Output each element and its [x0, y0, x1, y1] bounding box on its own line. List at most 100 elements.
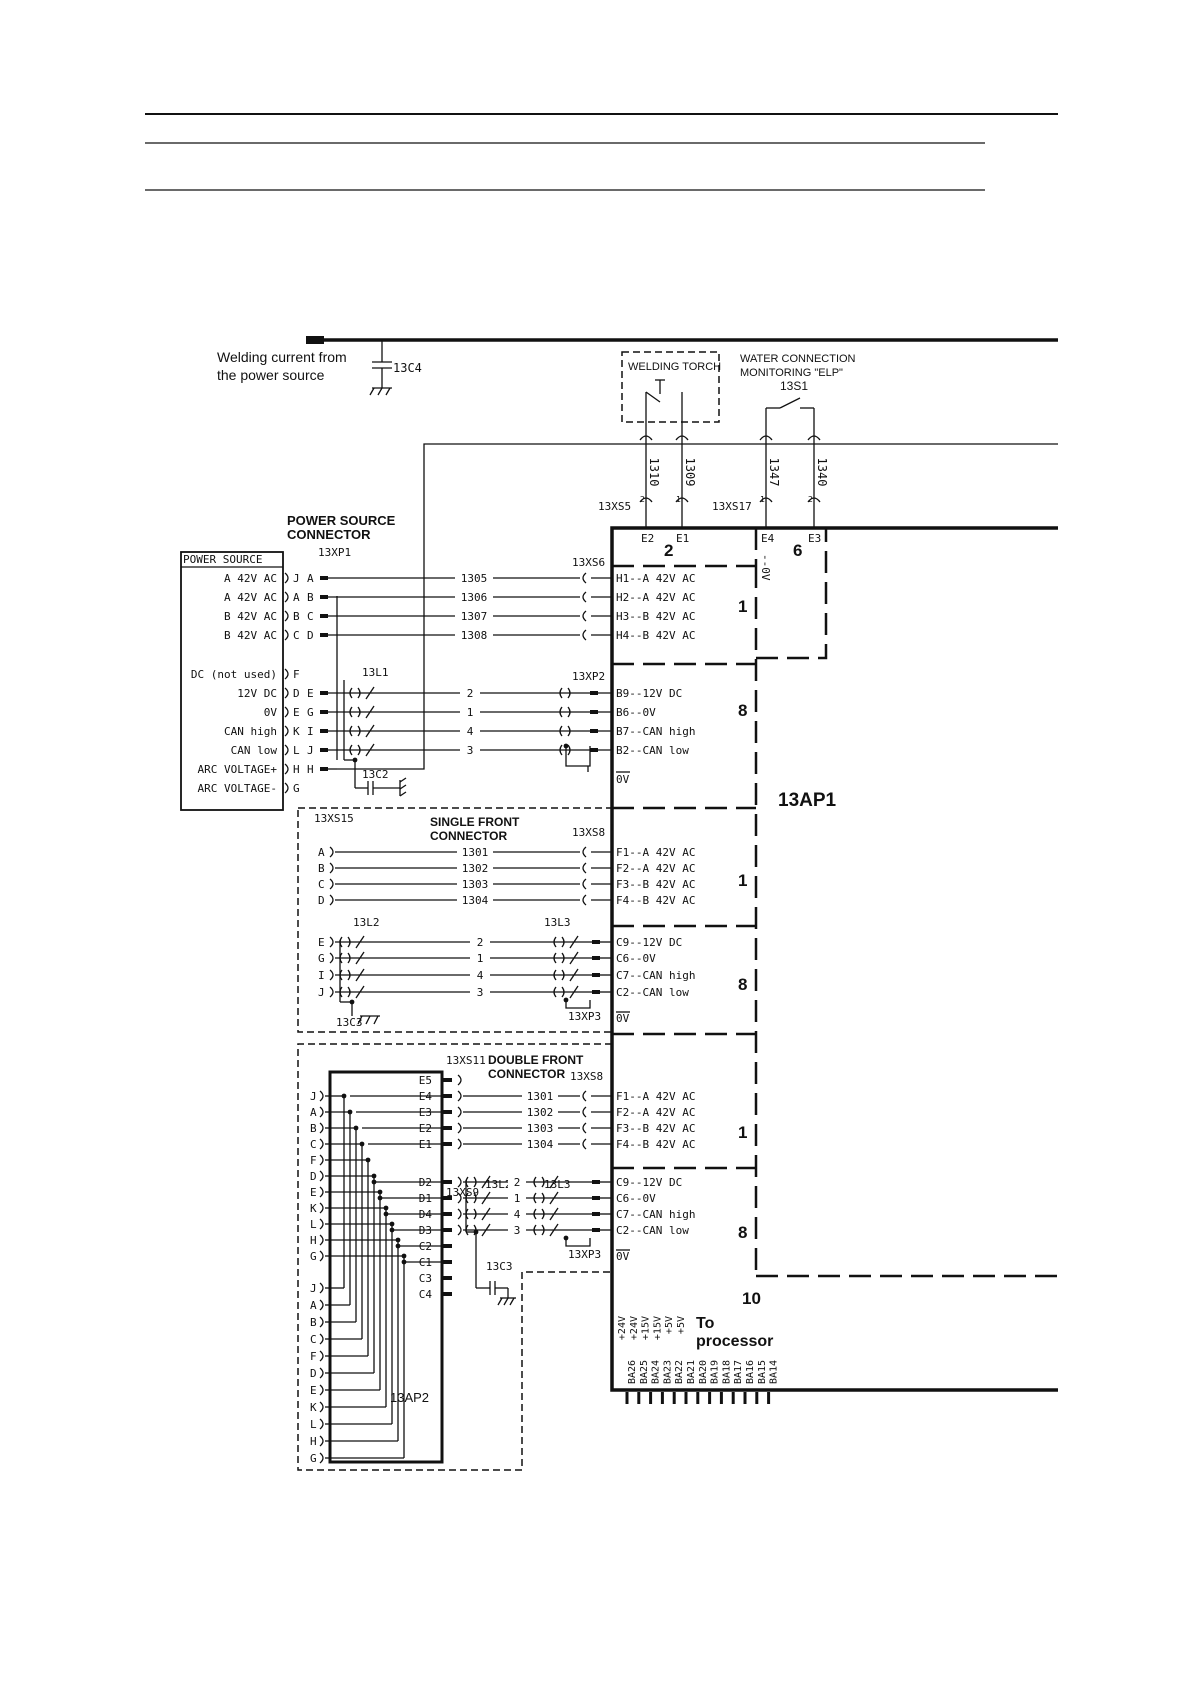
destination-label: F2--A 42V AC — [616, 862, 695, 875]
choke-coil — [349, 725, 361, 737]
pin-name-group: BA19 — [710, 1360, 721, 1384]
wire-number: 2 — [477, 936, 484, 949]
pin-terminal — [592, 990, 600, 994]
junction-dot — [383, 1205, 389, 1211]
ps-row-label: B 42V AC — [224, 629, 277, 642]
pin-letter: A — [307, 572, 314, 585]
pin-terminal — [320, 691, 328, 695]
processor-pins: +24VBA26+24VBA25+15VBA24+15VBA23+5VBA22+… — [617, 1316, 780, 1404]
junction-dot — [401, 1259, 407, 1265]
top-connector-wires — [639, 435, 821, 528]
junction-dot — [359, 1141, 365, 1147]
pin-terminal — [442, 1126, 452, 1130]
destination-label: H4--B 42V AC — [616, 629, 695, 642]
socket-contact — [319, 1218, 324, 1230]
wire-label-bg — [508, 1176, 526, 1188]
plug-contact — [582, 591, 587, 603]
socket-contact — [284, 706, 289, 718]
plug-contact — [582, 629, 587, 641]
socket-contact — [457, 1176, 462, 1188]
socket-contact — [319, 1299, 324, 1311]
l2-label: 13L2 — [353, 916, 380, 929]
capacitor-13c2 — [354, 760, 407, 797]
pin-name-label: BA16 — [745, 1360, 756, 1384]
socket-contact — [284, 687, 289, 699]
wire-number: 1304 — [462, 894, 489, 907]
ap1-label: 13AP1 — [778, 790, 837, 811]
wire-number: 2 — [514, 1176, 521, 1189]
socket-contact — [319, 1350, 324, 1362]
choke-slash — [365, 724, 375, 738]
pin-letter: F — [310, 1350, 317, 1363]
pin-letter: K — [310, 1401, 317, 1414]
double-front-connector-box — [297, 1043, 612, 1471]
wire-number: 1305 — [461, 572, 488, 585]
choke-coil — [553, 936, 565, 948]
water-monitoring-label: WATER CONNECTION — [740, 353, 856, 365]
choke-slash — [569, 968, 579, 982]
pin-e2-label: E2 — [641, 532, 654, 545]
pin-letter: G — [310, 1452, 317, 1465]
group-8-label: 8 — [738, 1223, 747, 1242]
pin-letter: D — [318, 894, 325, 907]
pin-terminal — [592, 973, 600, 977]
xp3-label: 13XP3 — [568, 1248, 601, 1261]
choke-slash — [481, 1207, 491, 1221]
destination-label: C7--CAN high — [616, 1208, 695, 1221]
pin-letter: B — [310, 1122, 317, 1135]
junction-dot — [389, 1221, 395, 1227]
socket-contact — [319, 1250, 324, 1262]
socket-contact — [319, 1384, 324, 1396]
destination-label: B9--12V DC — [616, 687, 682, 700]
welding-current-label: Welding current from — [217, 349, 347, 365]
pin-letter: C — [307, 610, 314, 623]
socket-contact — [319, 1154, 324, 1166]
pin-letter: C — [318, 878, 325, 891]
pin-voltage-label: +5V — [664, 1316, 675, 1334]
group-2-label: 2 — [664, 541, 673, 560]
choke-coil — [533, 1224, 545, 1236]
choke-coil — [553, 969, 565, 981]
socket-contact — [319, 1418, 324, 1430]
choke-slash — [481, 1175, 491, 1189]
pin-name-label: BA14 — [769, 1360, 780, 1384]
wire-number: 1306 — [461, 591, 488, 604]
board-13ap2 — [328, 1070, 444, 1464]
double-front-label: CONNECTOR — [488, 1067, 565, 1081]
wire-label-bg — [470, 936, 490, 948]
destination-label: C2--CAN low — [616, 986, 689, 999]
pin-terminal — [442, 1196, 452, 1200]
wire-number: 1302 — [462, 862, 489, 875]
socket-contact — [329, 969, 334, 981]
pin-voltage-group: +24V — [629, 1316, 640, 1340]
choke-slash — [355, 951, 365, 965]
destination-label: H3--B 42V AC — [616, 610, 695, 623]
torch-switch — [645, 379, 683, 440]
socket-contact — [284, 668, 289, 680]
choke-coil — [349, 706, 361, 718]
single-front-connector-box — [297, 807, 613, 1033]
pin-terminal — [442, 1094, 452, 1098]
arc-voltage-wire — [337, 443, 1058, 770]
xp2-label: 13XP2 — [572, 670, 605, 683]
plug-contact — [559, 687, 571, 699]
pin-name-label: BA22 — [674, 1360, 685, 1384]
pin-letter: E — [307, 687, 314, 700]
pin-letter: I — [318, 969, 325, 982]
wire-label-bg — [522, 1090, 558, 1102]
pin-letter: E — [318, 936, 325, 949]
pin-letter: G — [293, 782, 300, 795]
socket-contact — [319, 1138, 324, 1150]
wire-label-bg — [455, 610, 493, 622]
junction-dot — [371, 1173, 377, 1179]
socket-contact — [319, 1202, 324, 1214]
pin-letter: D — [293, 687, 300, 700]
pin-name-group: BA22 — [674, 1360, 685, 1384]
xs11-label: 13XS11 — [446, 1054, 486, 1067]
wire-1340-label: 1340 — [815, 458, 829, 487]
junction-dot — [383, 1211, 389, 1217]
pin-terminal — [592, 1180, 600, 1184]
ground-0v — [565, 746, 630, 773]
destination-label: F4--B 42V AC — [616, 1138, 695, 1151]
wire-1347-label: 1347 — [767, 458, 781, 487]
